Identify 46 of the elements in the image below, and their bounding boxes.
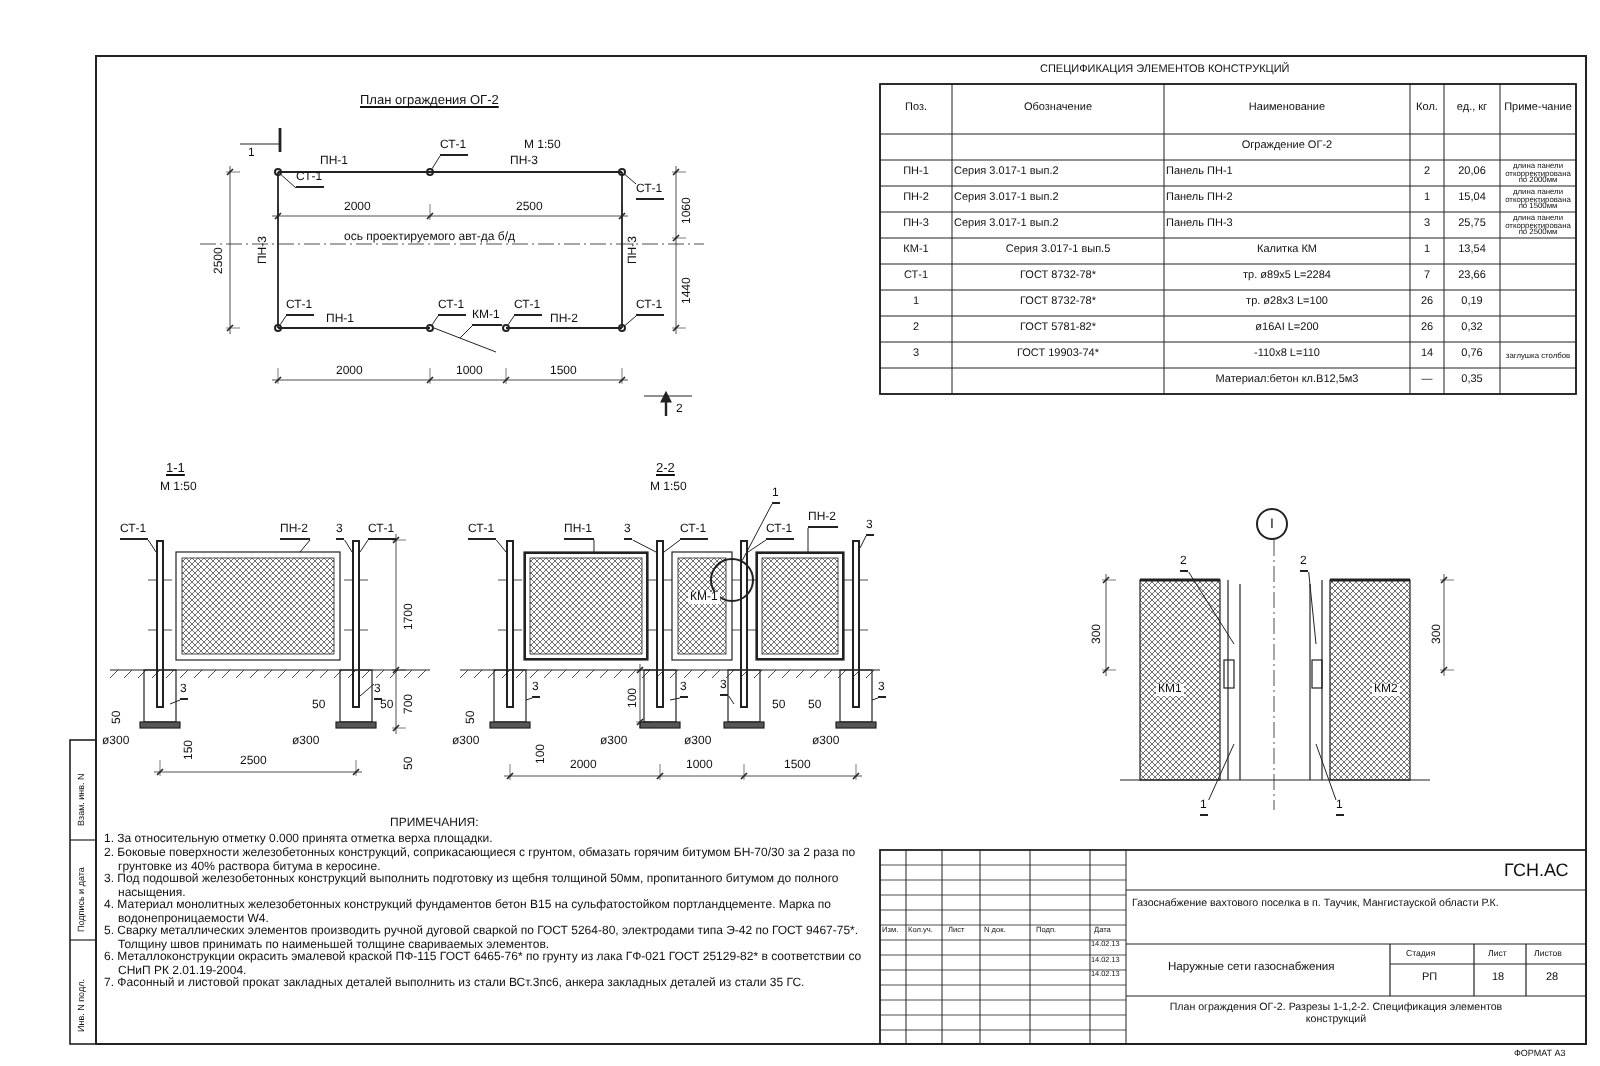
leader-line (459, 325, 473, 339)
leader-line (747, 539, 767, 553)
leader-line (495, 539, 507, 553)
detail-callout-circle (274, 168, 282, 176)
fence-panel (524, 552, 648, 660)
leader-line (279, 315, 287, 326)
fence-post (852, 540, 860, 708)
leader-line (624, 174, 637, 185)
leader-line (431, 315, 439, 326)
detail-callout-circle (426, 324, 434, 332)
fence-post (156, 540, 164, 708)
leader-line (624, 315, 637, 326)
leader-line (1208, 743, 1235, 801)
leader-line (525, 697, 533, 701)
leader-line (431, 155, 441, 170)
leader-line (669, 697, 681, 701)
detail-callout-circle (274, 324, 282, 332)
leader-line (807, 527, 809, 553)
leader-line (344, 539, 353, 553)
fence-post (740, 540, 748, 708)
leader-line (1308, 571, 1317, 645)
leader-line (169, 699, 181, 705)
fence-panel (756, 552, 844, 660)
detail-callout-circle (426, 168, 434, 176)
fence-post (352, 540, 360, 708)
leader-line (871, 697, 879, 701)
leader-line (663, 539, 681, 553)
fence-post (656, 540, 664, 708)
detail-callout-circle (618, 168, 626, 176)
leader-line (593, 539, 595, 553)
leader-line (507, 315, 515, 326)
drawing-code: ГСН.АС (1504, 862, 1569, 880)
leader-line (359, 539, 369, 553)
leader-line (741, 503, 773, 562)
leader-line (859, 535, 867, 549)
leader-line (1315, 743, 1337, 801)
detail-callout-circle (502, 324, 510, 332)
detail-callout-circle (618, 324, 626, 332)
fence-post (506, 540, 514, 708)
leader-line (1188, 571, 1235, 645)
leader-line (280, 174, 297, 189)
leader-line (359, 683, 375, 697)
leader-line (728, 695, 735, 705)
leader-line (147, 539, 157, 553)
leader-line (632, 539, 657, 553)
leader-line (299, 539, 311, 553)
